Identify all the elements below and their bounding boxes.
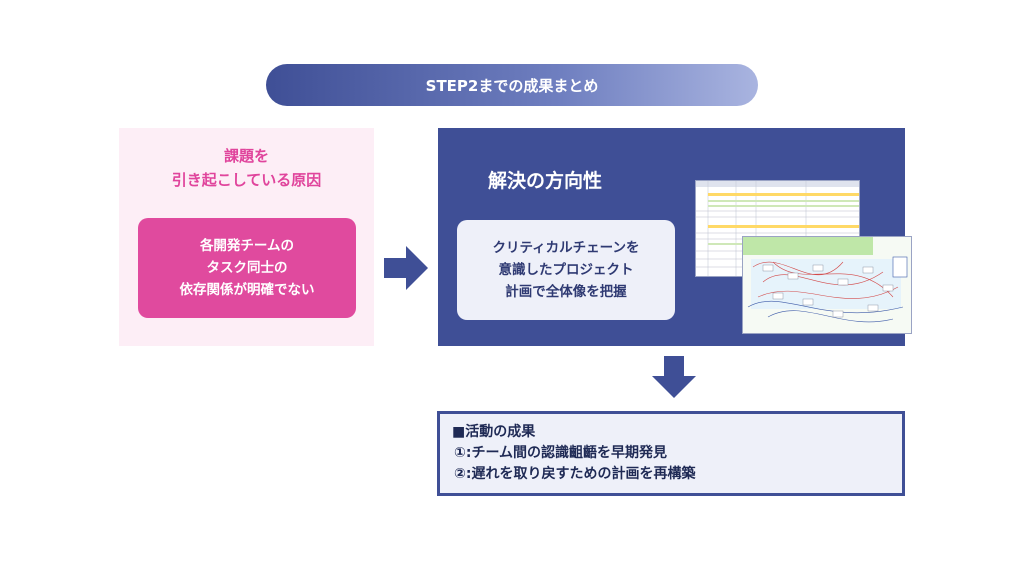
solution-panel: 解決の方向性 クリティカルチェーンを 意識したプロジェクト 計画で全体像を把握 [438,128,912,346]
network-diagram-thumbnail [742,236,912,334]
cause-line-3: 依存関係が明確でない [179,282,315,298]
cause-heading-line-1: 課題を [223,147,269,165]
results-box: ■活動の成果 ①:チーム間の認識齟齬を早期発見 ②:遅れを取り戻すための計画を再… [437,411,905,496]
summary-title: STEP2までの成果まとめ [266,64,758,106]
solution-heading: 解決の方向性 [488,170,603,192]
cause-line-2: タスク同士の [206,260,288,276]
cause-box: 各開発チームの タスク同士の 依存関係が明確でない [138,218,356,318]
cause-panel: 課題を 引き起こしている原因 各開発チームの タスク同士の 依存関係が明確でない [119,128,374,346]
results-item-2: ②:遅れを取り戻すための計画を再構築 [454,466,696,482]
solution-line-3: 計画で全体像を把握 [505,284,627,300]
cause-heading-line-2: 引き起こしている原因 [171,171,322,189]
cause-heading: 課題を 引き起こしている原因 [119,144,374,192]
results-item-1: ①:チーム間の認識齟齬を早期発見 [454,445,668,461]
results-heading: ■活動の成果 [452,424,536,440]
arrow-right-icon [384,246,428,290]
solution-line-2: 意識したプロジェクト [498,262,634,278]
cause-line-1: 各開発チームの [199,238,295,254]
solution-box: クリティカルチェーンを 意識したプロジェクト 計画で全体像を把握 [457,220,675,320]
solution-line-1: クリティカルチェーンを [492,240,640,256]
arrow-down-icon [652,356,696,398]
